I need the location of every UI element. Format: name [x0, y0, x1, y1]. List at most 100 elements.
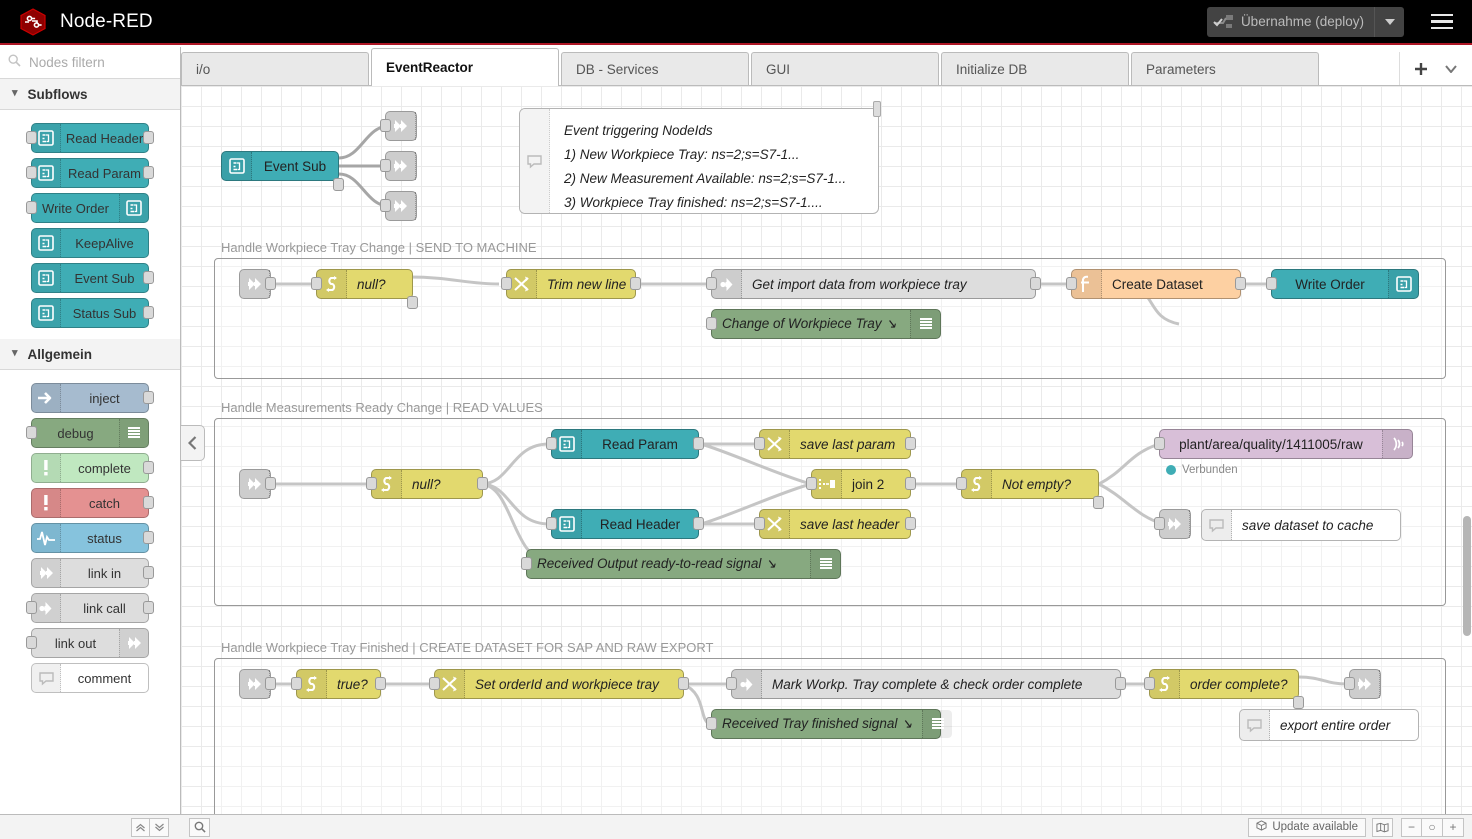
- flow-node-set-orderid[interactable]: Set orderId and workpiece tray: [434, 669, 684, 699]
- node-input-port[interactable]: [429, 677, 440, 690]
- palette-node-link-out[interactable]: link out: [31, 628, 149, 658]
- main-menu-button[interactable]: [1420, 0, 1464, 44]
- node-output-port[interactable]: [1093, 496, 1104, 509]
- tab-parameters[interactable]: Parameters: [1131, 52, 1319, 85]
- flow-node-mark-workp-tray-complete[interactable]: Mark Workp. Tray complete & check order …: [731, 669, 1121, 699]
- collapse-all-button[interactable]: [131, 818, 150, 837]
- flow-node-read-param[interactable]: Read Param: [551, 429, 699, 459]
- flow-node-event-sub[interactable]: Event Sub: [221, 151, 339, 181]
- node-input-port[interactable]: [1344, 677, 1355, 690]
- node-output-port[interactable]: [265, 277, 276, 290]
- node-input-port[interactable]: [546, 517, 557, 530]
- flow-node-change-of-workpiece-tray[interactable]: Change of Workpiece Tray ↘: [711, 309, 941, 339]
- node-output-port[interactable]: [630, 277, 641, 290]
- flow-node-read-header[interactable]: Read Header: [551, 509, 699, 539]
- flow-node-received-output-signal[interactable]: Received Output ready-to-read signal ↘: [526, 549, 841, 579]
- node-output-port[interactable]: [143, 461, 154, 474]
- node-output-port[interactable]: [143, 271, 154, 284]
- node-input-port[interactable]: [1066, 277, 1077, 290]
- node-input-port[interactable]: [706, 277, 717, 290]
- node-output-port[interactable]: [143, 131, 154, 144]
- node-input-port[interactable]: [26, 201, 37, 214]
- flow-node-link-out-1[interactable]: [385, 111, 417, 141]
- flow-comment-save-dataset-to-cache[interactable]: save dataset to cache: [1201, 509, 1401, 541]
- palette-category-allgemein[interactable]: ▾Allgemein: [0, 339, 180, 370]
- flow-comment-export-entire-order[interactable]: export entire order: [1239, 709, 1419, 741]
- search-input[interactable]: [27, 54, 167, 71]
- node-output-port[interactable]: [143, 391, 154, 404]
- node-input-port[interactable]: [366, 477, 377, 490]
- flow-comment-node-event-triggering-nodeids[interactable]: Event triggering NodeIds1) New Workpiece…: [519, 108, 879, 214]
- flow-node-link-in-3[interactable]: [239, 669, 271, 699]
- node-input-port[interactable]: [501, 277, 512, 290]
- flow-node-save-last-header[interactable]: save last header: [759, 509, 911, 539]
- zoom-in-button[interactable]: +: [1443, 818, 1464, 837]
- node-input-port[interactable]: [26, 426, 37, 439]
- node-input-port[interactable]: [1266, 277, 1277, 290]
- palette-node-read-param[interactable]: Read Param: [31, 158, 149, 188]
- deploy-button[interactable]: Übernahme (deploy): [1207, 7, 1404, 37]
- node-output-port[interactable]: [905, 477, 916, 490]
- node-output-port[interactable]: [333, 178, 344, 191]
- flow-node-get-import-data[interactable]: Get import data from workpiece tray: [711, 269, 1036, 299]
- tab-gui[interactable]: GUI: [751, 52, 939, 85]
- palette-node-status[interactable]: status: [31, 523, 149, 553]
- node-input-port[interactable]: [380, 199, 391, 212]
- node-output-port[interactable]: [265, 677, 276, 690]
- flow-node-link-out-4[interactable]: [1159, 509, 1191, 539]
- node-input-port[interactable]: [546, 437, 557, 450]
- node-output-port[interactable]: [1115, 677, 1126, 690]
- flow-node-received-tray-finished-signal[interactable]: Received Tray finished signal ↘: [711, 709, 941, 739]
- node-input-port[interactable]: [291, 677, 302, 690]
- node-input-port[interactable]: [26, 601, 37, 614]
- node-input-port[interactable]: [311, 277, 322, 290]
- node-output-port[interactable]: [1030, 277, 1041, 290]
- node-output-port[interactable]: [143, 306, 154, 319]
- node-input-port[interactable]: [726, 677, 737, 690]
- palette-search[interactable]: [0, 47, 180, 79]
- node-output-port[interactable]: [1235, 277, 1246, 290]
- expand-all-button[interactable]: [150, 818, 169, 837]
- add-flow-button[interactable]: [1406, 54, 1436, 84]
- node-output-port[interactable]: [905, 517, 916, 530]
- node-output-port[interactable]: [477, 477, 488, 490]
- node-input-port[interactable]: [1154, 517, 1165, 530]
- node-input-port[interactable]: [26, 166, 37, 179]
- palette-node-read-header[interactable]: Read Header: [31, 123, 149, 153]
- node-output-port[interactable]: [143, 566, 154, 579]
- node-input-port[interactable]: [806, 477, 817, 490]
- palette-node-debug[interactable]: debug: [31, 418, 149, 448]
- flow-node-link-out-2[interactable]: [385, 151, 417, 181]
- palette-collapse-button[interactable]: [181, 425, 205, 461]
- zoom-out-button[interactable]: −: [1401, 818, 1422, 837]
- node-input-port[interactable]: [1144, 677, 1155, 690]
- node-output-port[interactable]: [678, 677, 689, 690]
- flow-node-link-in-1[interactable]: [239, 269, 271, 299]
- tab-db-services[interactable]: DB - Services: [561, 52, 749, 85]
- palette-node-comment[interactable]: comment: [31, 663, 149, 693]
- node-output-port[interactable]: [375, 677, 386, 690]
- node-output-port[interactable]: [905, 437, 916, 450]
- flow-node-true[interactable]: true?: [296, 669, 381, 699]
- node-output-port[interactable]: [143, 166, 154, 179]
- navigator-toggle-button[interactable]: [1372, 818, 1393, 837]
- canvas-vertical-scrollbar[interactable]: [1463, 516, 1471, 636]
- palette-node-complete[interactable]: complete: [31, 453, 149, 483]
- node-input-port[interactable]: [380, 159, 391, 172]
- node-output-port[interactable]: [1293, 696, 1304, 709]
- node-input-port[interactable]: [706, 717, 717, 730]
- node-output-port[interactable]: [265, 477, 276, 490]
- node-input-port[interactable]: [1154, 437, 1165, 450]
- node-input-port[interactable]: [754, 437, 765, 450]
- flow-node-link-out-3[interactable]: [385, 191, 417, 221]
- palette-node-event-sub[interactable]: Event Sub: [31, 263, 149, 293]
- node-output-port[interactable]: [693, 517, 704, 530]
- palette-category-subflows[interactable]: ▾Subflows: [0, 79, 180, 110]
- flow-node-not-empty[interactable]: Not empty?: [961, 469, 1099, 499]
- palette-node-write-order[interactable]: Write Order: [31, 193, 149, 223]
- flow-node-link-in-2[interactable]: [239, 469, 271, 499]
- palette-node-catch[interactable]: catch: [31, 488, 149, 518]
- flow-node-write-order[interactable]: Write Order: [1271, 269, 1419, 299]
- node-input-port[interactable]: [754, 517, 765, 530]
- update-available-button[interactable]: Update available: [1248, 818, 1366, 837]
